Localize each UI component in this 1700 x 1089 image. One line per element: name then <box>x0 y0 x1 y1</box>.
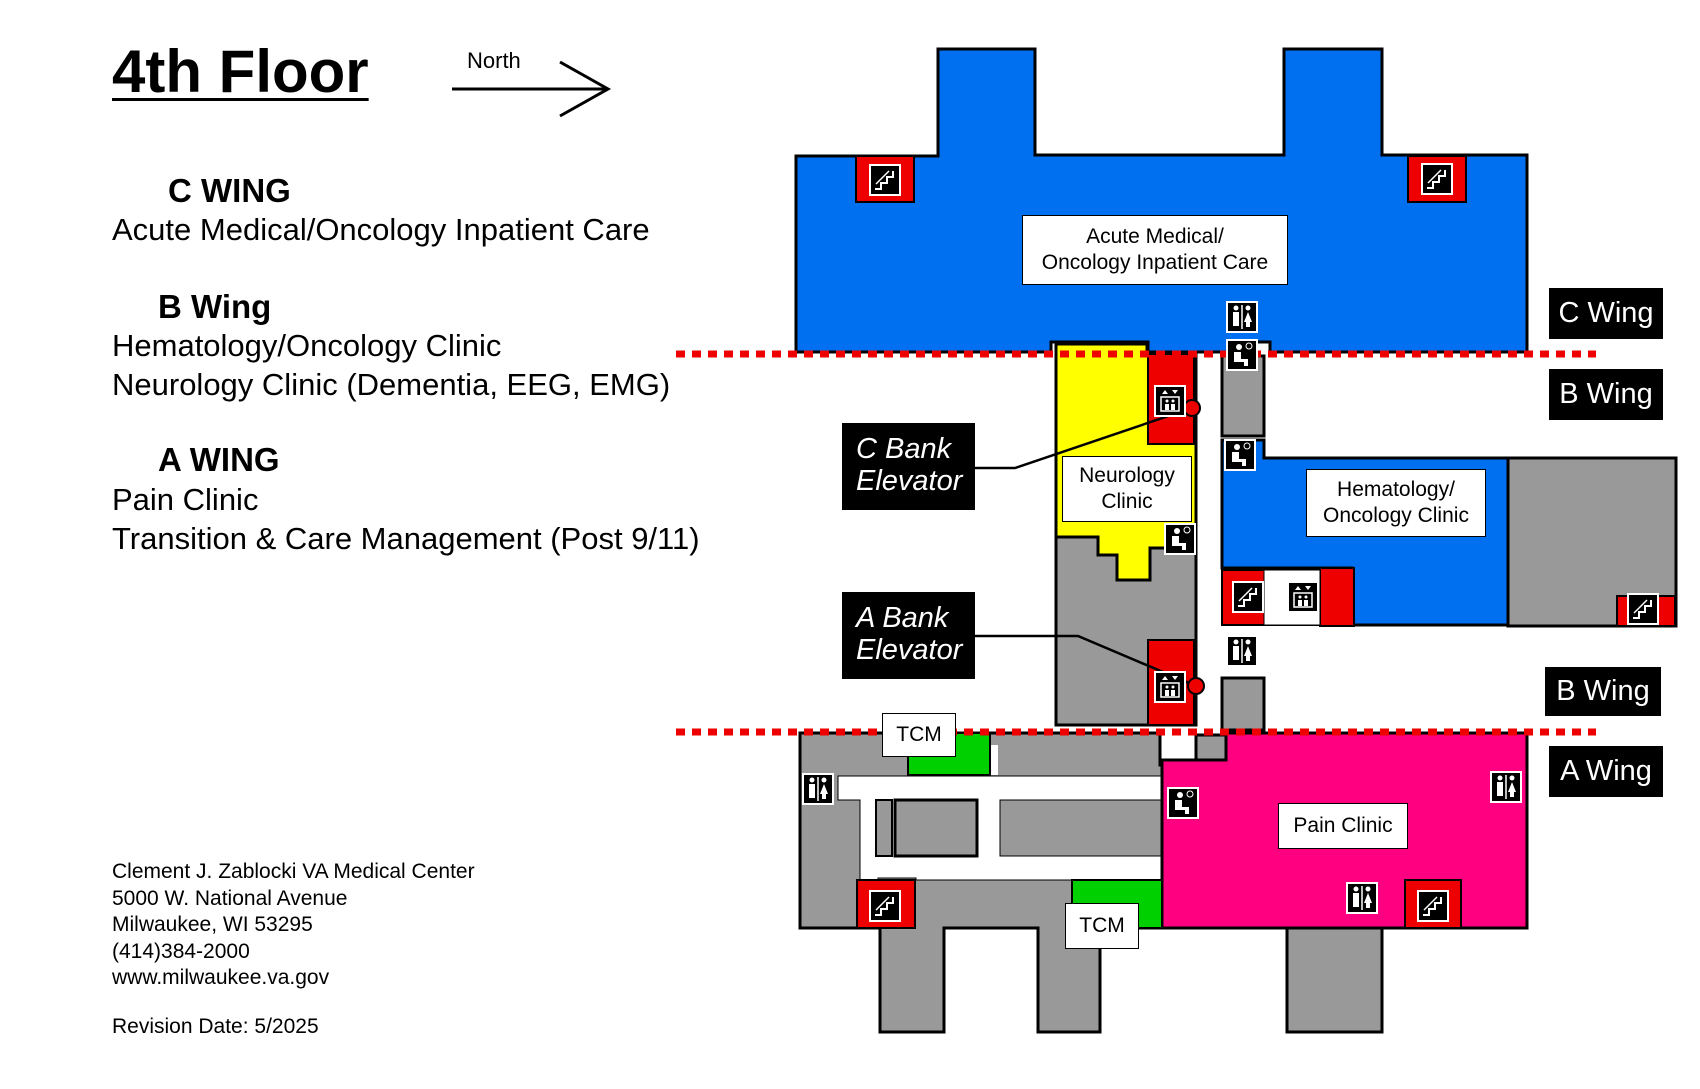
stairs-icon <box>1421 163 1453 195</box>
a-bank-pointer-line <box>975 634 1197 688</box>
label-line: Oncology Clinic <box>1323 504 1469 527</box>
corridor-block <box>1220 676 1266 732</box>
c-bank-pointer-dot <box>1183 399 1201 417</box>
a-wing-line-1: Pain Clinic <box>112 482 259 517</box>
elevator-icon <box>1154 671 1186 703</box>
elevator-icon <box>1287 581 1319 613</box>
pain-clinic-label: Pain Clinic <box>1278 803 1408 849</box>
label-line: Elevator <box>856 634 963 666</box>
elevator-icon <box>1154 385 1186 417</box>
c-wing-area <box>794 47 1529 354</box>
label-line: A Bank <box>856 602 949 634</box>
pain-clinic-south-block <box>1285 926 1384 1034</box>
acute-medical-label: Acute Medical/Oncology Inpatient Care <box>1022 215 1288 285</box>
north-label: North <box>467 48 521 73</box>
c-bank-elevator-label: C Bank Elevator <box>842 423 975 510</box>
page-title: 4th Floor <box>112 38 369 105</box>
b-wing-heading: B Wing <box>158 288 272 325</box>
c-wing-heading: C WING <box>168 172 291 209</box>
tcm-label-bottom: TCM <box>1065 903 1139 949</box>
b-wing-line-2: Neurology Clinic (Dementia, EEG, EMG) <box>112 367 671 402</box>
hematology-clinic-label: Hematology/Oncology Clinic <box>1306 469 1486 537</box>
elevator-stair-block <box>1319 567 1355 627</box>
label-line: Hematology/ <box>1337 478 1455 501</box>
label-line: Acute Medical/ <box>1086 225 1224 248</box>
label-line: Neurology <box>1079 464 1175 487</box>
waiting-room-icon <box>1167 787 1199 819</box>
room-block <box>875 799 893 857</box>
a-wing-label: A Wing <box>1549 746 1663 797</box>
revision-date: Revision Date: 5/2025 <box>112 1015 319 1038</box>
north-arrow <box>452 60 612 118</box>
address-line: 5000 W. National Avenue <box>112 886 348 910</box>
address-line: Milwaukee, WI 53295 <box>112 913 313 936</box>
c-bank-pointer-line <box>975 406 1193 470</box>
nurse-station-icon <box>1226 339 1258 371</box>
address-line: (414)384-2000 <box>112 939 250 963</box>
label-line: Oncology Inpatient Care <box>1041 251 1269 274</box>
address-line: www.milwaukee.va.gov <box>112 966 330 989</box>
a-wing-heading: A WING <box>158 441 280 478</box>
stairs-icon <box>869 890 901 922</box>
tcm-label-top: TCM <box>882 713 956 757</box>
stairs-icon <box>1417 890 1449 922</box>
label-line: Elevator <box>856 465 963 497</box>
stairs-icon <box>1627 593 1659 625</box>
restroom-icon <box>1226 635 1258 667</box>
b-wing-label-top: B Wing <box>1549 369 1663 420</box>
a-bank-pointer-dot <box>1187 677 1205 695</box>
address-block: Clement J. Zablocki VA Medical Center 50… <box>112 859 475 992</box>
address-line: Clement J. Zablocki VA Medical Center <box>112 860 475 883</box>
label-line: Clinic <box>1101 490 1153 513</box>
restroom-icon <box>1346 882 1378 914</box>
b-wing-line-1: Hematology/Oncology Clinic <box>112 328 502 363</box>
stairs-icon <box>869 164 901 196</box>
label-line: C Bank <box>856 433 952 465</box>
a-bank-elevator-label: A Bank Elevator <box>842 592 975 679</box>
a-wing-line-2: Transition & Care Management (Post 9/11) <box>112 521 700 556</box>
corridor <box>990 745 998 775</box>
restroom-icon <box>1490 771 1522 803</box>
waiting-room-icon <box>1164 523 1196 555</box>
room-block <box>893 798 979 858</box>
restroom-icon <box>1226 301 1258 333</box>
c-wing-label: C Wing <box>1549 288 1663 339</box>
restroom-icon <box>802 773 834 805</box>
waiting-room-icon <box>1224 439 1256 471</box>
b-wing-label-bottom: B Wing <box>1545 667 1661 716</box>
c-wing-line-1: Acute Medical/Oncology Inpatient Care <box>112 212 650 247</box>
stairs-icon <box>1232 581 1264 613</box>
